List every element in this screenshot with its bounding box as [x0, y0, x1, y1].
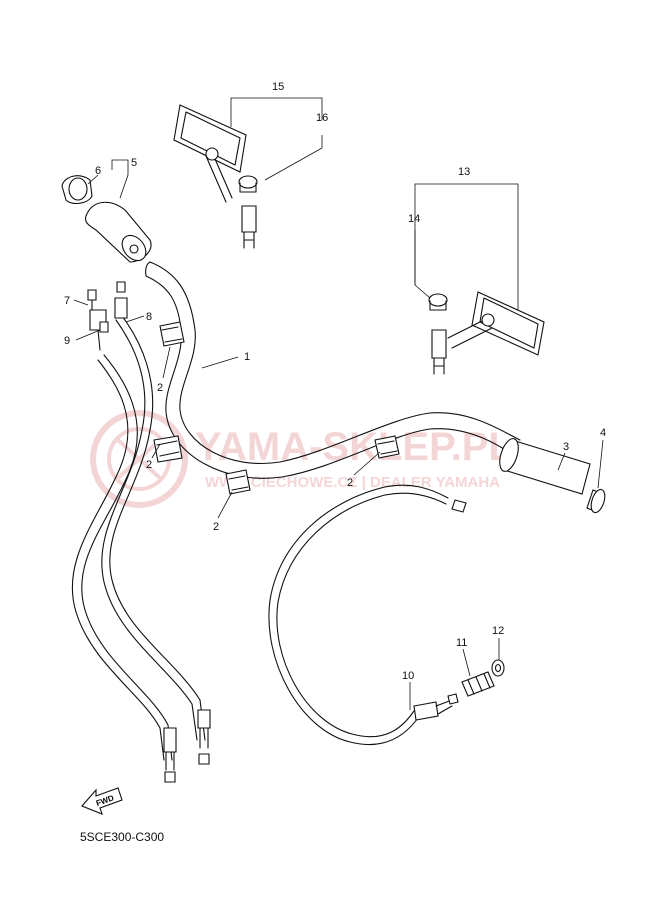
throttle-cable	[101, 315, 206, 741]
lock-nut-12	[491, 659, 505, 677]
callout-6: 6	[95, 165, 101, 177]
cable-10	[268, 484, 467, 746]
cable-fitting-8	[114, 281, 128, 319]
callout-9: 9	[64, 335, 70, 347]
grip-weight	[61, 175, 93, 205]
callout-12: 12	[492, 625, 504, 637]
right-grip	[499, 438, 591, 495]
mirror-cap-16	[238, 175, 258, 193]
callout-15: 15	[272, 81, 284, 93]
callout-2-lower: 2	[213, 521, 219, 533]
callout-4: 4	[600, 427, 606, 439]
diagram-code: 5SCE300-C300	[80, 830, 164, 844]
callout-5: 5	[131, 157, 137, 169]
callout-10: 10	[402, 670, 414, 682]
callout-8: 8	[146, 311, 152, 323]
grip-end-cap	[586, 488, 606, 514]
fwd-arrow-icon: FWD	[81, 787, 123, 815]
watermark-subtitle: WWW.CIECHOWE.CZ | DEALER YAMAHA	[205, 474, 500, 491]
callout-2-mid: 2	[146, 459, 152, 471]
callout-7: 7	[64, 295, 70, 307]
right-mirror	[431, 291, 545, 375]
callout-2-right: 2	[347, 477, 353, 489]
clamp-upper-left	[159, 321, 185, 347]
mirror-cap-14	[428, 293, 448, 311]
callout-14: 14	[408, 213, 420, 225]
cable-end-left-lower	[163, 727, 177, 783]
cable-bolt-9	[99, 321, 109, 333]
callout-11: 11	[456, 637, 467, 649]
cable-end-right-lower	[197, 709, 211, 765]
left-mirror	[173, 104, 257, 249]
clutch-cable	[71, 354, 173, 761]
callout-3: 3	[563, 441, 569, 453]
watermark: YAMA-SKLEP.PL WWW.CIECHOWE.CZ | DEALER Y…	[90, 410, 513, 508]
clamp-lower-left	[225, 469, 251, 495]
cable-adjuster-7	[87, 289, 107, 351]
callout-13: 13	[458, 166, 470, 178]
callout-2-upper: 2	[157, 382, 163, 394]
leader-lines	[73, 97, 604, 710]
left-grip	[84, 201, 152, 263]
watermark-title: YAMA-SKLEP.PL	[195, 425, 513, 469]
callout-1: 1	[244, 351, 250, 363]
cable-adjuster-11	[461, 671, 495, 697]
callout-labels: 1 2 2 2 2 3 4 5 6 7 8 9 10 11 12 13 14 1…	[64, 81, 606, 682]
callout-16: 16	[316, 112, 328, 124]
clamp-mid-left	[153, 435, 183, 463]
clamp-right	[374, 435, 400, 459]
